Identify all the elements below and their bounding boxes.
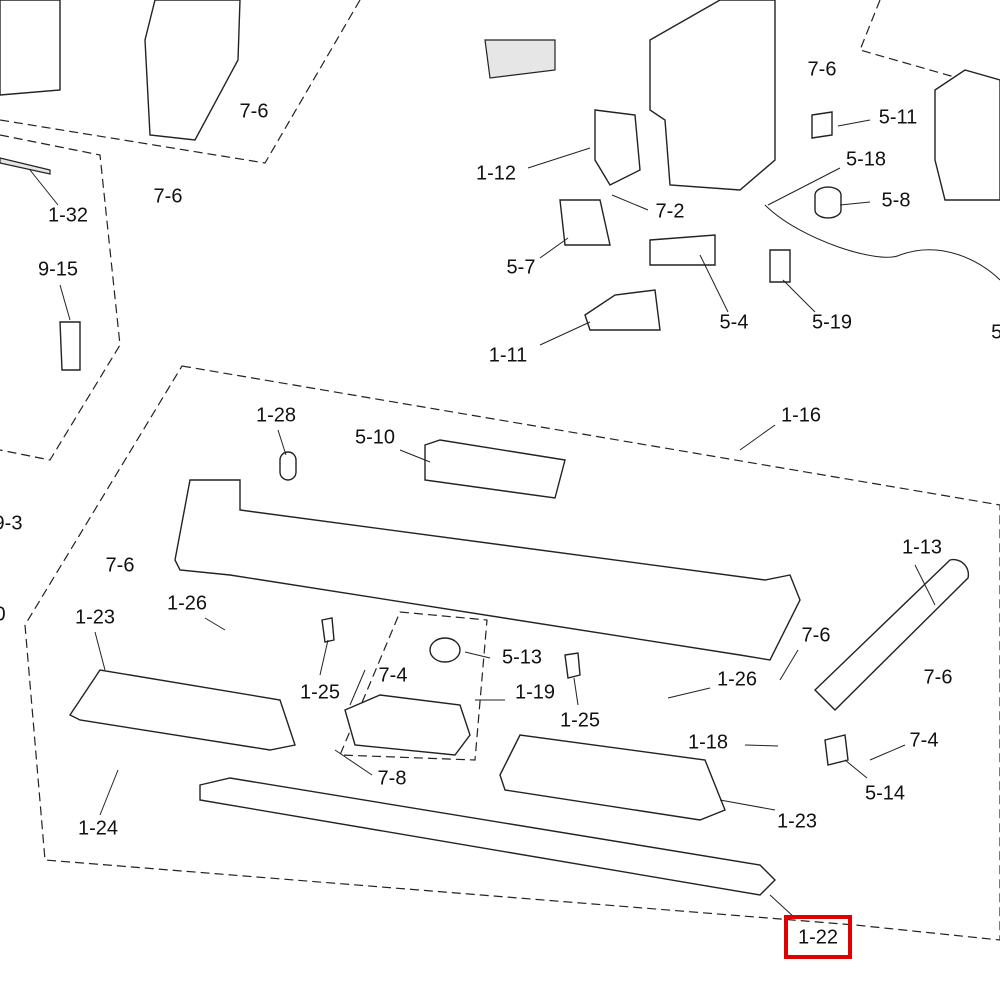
label-7-8: 7-8 <box>378 767 407 789</box>
label-1-23: 1-23 <box>75 606 115 628</box>
highlight-box-1-22 <box>784 915 852 959</box>
part-5-4 <box>649 234 716 266</box>
label-1-32: 1-32 <box>48 204 88 226</box>
label-5-13: 5-13 <box>502 646 542 668</box>
label-1-23: 1-23 <box>777 810 817 832</box>
part-terminal-block <box>484 39 556 79</box>
part-5-14 <box>824 734 849 766</box>
label-7-6: 7-6 <box>154 185 183 207</box>
main-group-boundary-1-16 <box>24 365 1000 941</box>
part-1-16-drain-pan <box>174 479 801 661</box>
part-1-12 <box>594 109 641 186</box>
label-5-8: 5-8 <box>882 189 911 211</box>
label-1-24: 1-24 <box>78 817 118 839</box>
label-1-28: 1-28 <box>256 404 296 426</box>
part-labels: 7-6 7-6 1-32 9-15 9-3 0 7-6 5-11 1-12 5-… <box>0 58 1000 948</box>
label-1-26: 1-26 <box>717 668 757 690</box>
part-9-15 <box>59 321 81 371</box>
part-5-13 <box>429 637 461 663</box>
part-1-11 <box>584 289 661 331</box>
label-7-6: 7-6 <box>240 100 269 122</box>
label-5-4: 5-4 <box>720 311 749 333</box>
part-1-13 <box>814 558 970 711</box>
part-5-11 <box>811 111 833 139</box>
upper-right-boundary <box>859 0 1000 91</box>
label-7-4: 7-4 <box>379 664 408 686</box>
label-partial-0: 0 <box>0 603 6 625</box>
label-7-6: 7-6 <box>808 58 837 80</box>
label-5-10: 5-10 <box>355 426 395 448</box>
label-1-22: 1-22 <box>798 926 838 948</box>
label-5-18: 5-18 <box>846 148 886 170</box>
label-5-19: 5-19 <box>812 311 852 333</box>
leader-lines <box>29 119 936 919</box>
part-5-19 <box>769 249 791 283</box>
parts <box>0 0 1000 896</box>
part-evaporator-coil <box>0 0 61 96</box>
label-1-12: 1-12 <box>476 162 516 184</box>
upper-left-group-boundary <box>0 0 361 164</box>
label-1-19: 1-19 <box>515 681 555 703</box>
part-upper-bracket <box>144 0 241 141</box>
part-5-10 <box>424 439 566 499</box>
part-5-7 <box>559 199 611 246</box>
left-group-boundary <box>0 134 121 461</box>
label-1-25: 1-25 <box>300 681 340 703</box>
part-1-23-right <box>499 734 726 821</box>
label-partial-5: 5- <box>991 321 1000 343</box>
label-5-7: 5-7 <box>507 256 536 278</box>
part-1-25-left <box>321 617 335 643</box>
part-1-22 <box>199 777 776 896</box>
part-1-32 <box>0 157 51 175</box>
label-1-26: 1-26 <box>167 592 207 614</box>
part-5-18-wire <box>764 204 1000 281</box>
label-5-11: 5-11 <box>879 106 918 128</box>
label-1-13: 1-13 <box>902 536 942 558</box>
label-1-11: 1-11 <box>489 344 528 366</box>
label-9-15: 9-15 <box>38 258 78 280</box>
label-9-3: 9-3 <box>0 512 22 534</box>
label-7-6: 7-6 <box>924 666 953 688</box>
part-1-28 <box>279 451 297 481</box>
part-1-23-left <box>68 669 296 751</box>
label-1-18: 1-18 <box>688 731 728 753</box>
part-right-box <box>934 69 1000 201</box>
part-5-8 <box>814 186 842 219</box>
label-5-14: 5-14 <box>865 782 905 804</box>
part-control-box <box>649 0 776 191</box>
label-7-2: 7-2 <box>656 200 685 222</box>
label-7-4: 7-4 <box>910 729 939 751</box>
part-1-25-right <box>564 652 581 679</box>
label-1-25: 1-25 <box>560 709 600 731</box>
label-7-6: 7-6 <box>106 554 135 576</box>
label-1-16: 1-16 <box>781 404 821 426</box>
part-1-19 <box>344 694 471 756</box>
label-7-6: 7-6 <box>802 624 831 646</box>
